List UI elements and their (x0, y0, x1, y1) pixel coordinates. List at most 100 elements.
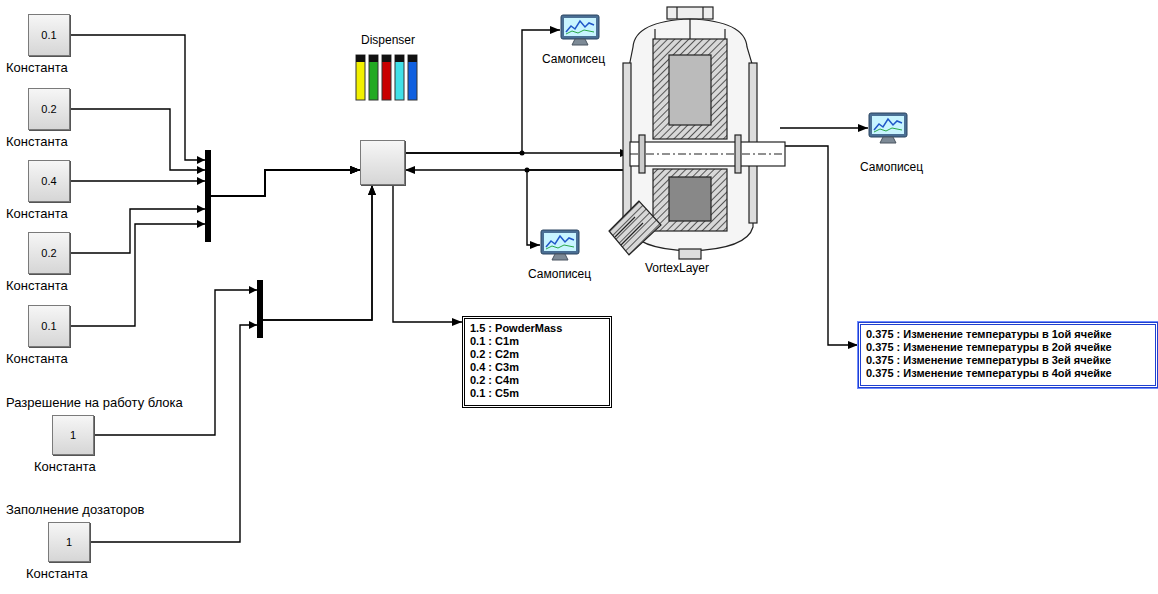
recorder-icon (566, 21, 594, 32)
block-caption: Константа (34, 459, 96, 474)
constant-block: 0.2Константа (28, 232, 70, 274)
vortex-apparatus-drawing (630, 153, 785, 154)
signal-line (780, 146, 858, 345)
tube-cap (408, 55, 417, 62)
mux-bar (257, 280, 263, 338)
block-value: 0.4 (41, 175, 56, 187)
recorder-icon (874, 119, 902, 130)
vortex-apparatus-drawing (679, 249, 701, 259)
signal-line (405, 30, 560, 153)
dispenser-tube (369, 55, 378, 100)
vortex-apparatus-drawing (669, 177, 711, 221)
input-arrow (249, 286, 257, 294)
recorder-icon (546, 245, 574, 249)
display-line: 0.375 : Изменение температуры в 2ой ячей… (866, 341, 1112, 354)
vortex-layer-block: VortexLayer (630, 5, 780, 255)
recorder-icon (564, 18, 596, 36)
display-box: 1.5 : PowderMass0.1 : C1m0.2 : C2m0.4 : … (462, 316, 612, 408)
constant-block: 0.2Константа (28, 88, 70, 130)
block-caption: Константа (6, 351, 68, 366)
block-caption: Разрешение на работу блока (6, 395, 183, 410)
dispenser-tube (356, 55, 365, 100)
dispenser-tube (395, 55, 404, 100)
block-caption: VortexLayer (645, 261, 709, 275)
mux-bar (205, 150, 211, 242)
vortex-apparatus-drawing (615, 217, 643, 245)
display-line: 0.1 : C5m (470, 387, 519, 400)
block-value: 0.1 (41, 320, 56, 332)
vortex-apparatus-drawing (630, 142, 785, 166)
display-line: 0.1 : C1m (470, 335, 519, 348)
signal-line (70, 109, 360, 196)
recorder-icon (868, 112, 908, 144)
block-value: 0.1 (41, 29, 56, 41)
input-arrow (197, 166, 205, 174)
dispenser-block: Dispenser (360, 140, 405, 185)
block-caption: Самописец (542, 52, 605, 66)
signal-line (393, 185, 462, 322)
recorder-icon (572, 39, 588, 45)
block-value: 1 (66, 536, 72, 548)
signal-line (70, 170, 360, 196)
signal-line (405, 152, 630, 153)
display-line: 0.375 : Изменение температуры в 3ей ячей… (866, 354, 1111, 367)
block-value: 0.2 (41, 103, 56, 115)
constant-block: Разрешение на работу блока1Константа (52, 415, 94, 455)
block-caption: Константа (26, 566, 88, 581)
display-line: 0.375 : Изменение температуры в 4ой ячей… (866, 367, 1112, 380)
junction-dot (525, 168, 530, 173)
vortex-apparatus-drawing (639, 135, 645, 173)
input-arrow (197, 220, 205, 228)
vortex-apparatus-drawing (595, 5, 785, 261)
vortex-apparatus-drawing (735, 135, 741, 173)
recorder-icon (874, 128, 902, 132)
input-arrow (249, 321, 257, 329)
constant-block: Заполнение дозаторов1Константа (48, 522, 90, 562)
block-value: 0.2 (41, 247, 56, 259)
vortex-apparatus-drawing (676, 7, 677, 19)
vortex-apparatus-drawing (655, 19, 725, 39)
recorder-icon (540, 229, 580, 261)
constant-block: 0.1Константа (28, 14, 70, 56)
vortex-apparatus-drawing (667, 7, 713, 19)
tube-cap (356, 55, 365, 62)
dispenser-tube (382, 55, 391, 100)
recorder-block: Самописец (540, 229, 580, 261)
block-caption: Заполнение дозаторов (6, 502, 144, 517)
tube-cap (395, 55, 404, 62)
recorder-icon (546, 236, 574, 247)
vortex-apparatus-drawing (653, 39, 727, 139)
junction-dot (520, 151, 525, 156)
recorder-icon (541, 230, 579, 254)
vortex-apparatus-drawing (702, 7, 703, 19)
recorder-icon (872, 116, 904, 134)
input-arrow (197, 156, 257, 329)
constant-block: 0.1Константа (28, 305, 70, 347)
tube-cap (382, 55, 391, 62)
display-line: 0.4 : C3m (470, 361, 519, 374)
vortex-apparatus-drawing (653, 169, 727, 231)
display-line: 1.5 : PowderMass (470, 322, 562, 335)
recorder-icon (560, 14, 600, 46)
recorder-icon (869, 113, 907, 137)
mux-bar (205, 150, 263, 338)
display-box: 0.375 : Изменение температуры в 1ой ячей… (858, 322, 1158, 388)
block-caption: Dispenser (361, 33, 415, 47)
display-line: 0.375 : Изменение температуры в 1ой ячей… (866, 328, 1112, 341)
recorder-icon (544, 233, 576, 251)
signal-line (70, 170, 360, 253)
block-caption: Константа (6, 134, 68, 149)
tube-cap (356, 55, 417, 62)
signal-line (780, 127, 868, 128)
signal-line (90, 185, 372, 542)
display-line: 0.2 : C2m (470, 348, 519, 361)
junction-dot (520, 151, 530, 173)
input-arrow (197, 205, 205, 213)
vortex-apparatus-drawing (609, 7, 785, 259)
signal-line (70, 35, 360, 196)
display-line: 0.2 : C4m (470, 374, 519, 387)
dispenser-tube (408, 55, 417, 100)
vortex-apparatus-drawing (609, 201, 661, 255)
